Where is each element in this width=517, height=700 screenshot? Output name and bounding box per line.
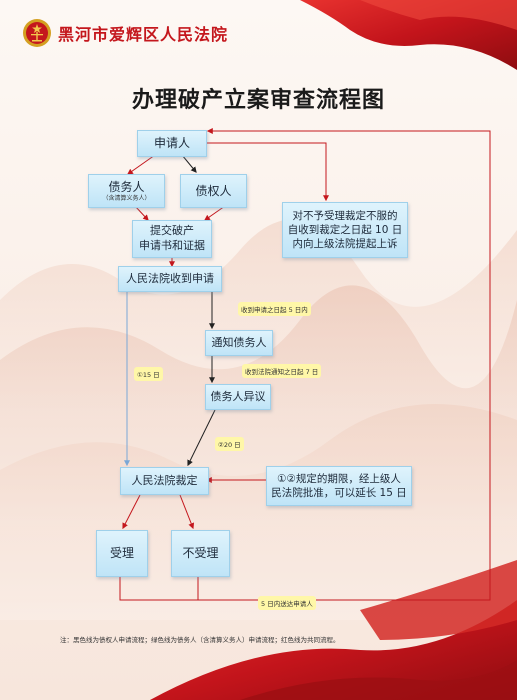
node-appeal-line3: 内向上级法院提起上诉 [292, 238, 398, 251]
node-court-receive-label: 人民法院收到申请 [126, 271, 214, 285]
header: 黑河市爱辉区人民法院 [22, 18, 228, 48]
node-debtor-label: 债务人 [108, 179, 145, 194]
arrow-applicant-appeal [205, 142, 329, 202]
note-seven-days: 收到法院通知之日起 7 日 [242, 364, 322, 378]
court-emblem-icon [23, 19, 51, 47]
node-accept-label: 受理 [109, 546, 134, 561]
note-seven-days-label: 收到法院通知之日起 7 日 [245, 368, 319, 376]
note-serve-five-days: 5 日内送达申请人 [258, 596, 316, 610]
node-notify-debtor-label: 通知债务人 [211, 335, 267, 349]
footnote: 注：黑色线为债权人申请流程；绿色线为债务人（含清算义务人）申请流程；红色线为共同… [60, 636, 340, 644]
page-title: 办理破产立案审查流程图 [131, 87, 385, 113]
node-accept: 受理 [96, 530, 148, 577]
node-debtor-objection-label: 债务人异议 [210, 389, 266, 403]
arrow-creditor-submit [204, 205, 226, 221]
node-appeal: 对不予受理裁定不服的 自收到裁定之日起 10 日 内向上级法院提起上诉 [282, 202, 408, 258]
node-debtor: 债务人 （含清算义务人） [88, 174, 165, 208]
node-submit-line1: 提交破产 [150, 224, 194, 238]
node-extension: ①②规定的期限，经上级人 民法院批准，可以延长 15 日 [266, 466, 412, 506]
node-submit: 提交破产 申请书和证据 [132, 220, 212, 258]
arrow-ruling-reject [179, 494, 195, 530]
arrow-objection-ruling [187, 409, 216, 467]
node-court-ruling-label: 人民法院裁定 [131, 473, 198, 487]
node-submit-line2: 申请书和证据 [139, 239, 205, 252]
node-creditor: 债权人 [180, 174, 247, 208]
node-creditor-label: 债权人 [195, 183, 232, 198]
note-twenty-days: ②20 日 [215, 437, 244, 451]
node-reject-label: 不受理 [182, 546, 219, 561]
node-appeal-line1: 对不予受理裁定不服的 [292, 209, 398, 222]
arrow-ruling-accept [122, 494, 141, 530]
node-court-receive: 人民法院收到申请 [118, 266, 222, 292]
node-extension-line2: 民法院批准，可以延长 15 日 [271, 487, 407, 499]
node-appeal-line2: 自收到裁定之日起 10 日 [287, 223, 403, 236]
note-twenty-days-label: ②20 日 [218, 441, 241, 449]
note-five-days-label: 收到申请之日起 5 日内 [241, 306, 308, 314]
node-extension-line1: ①②规定的期限，经上级人 [277, 472, 401, 485]
note-fifteen-days: ①15 日 [134, 367, 163, 381]
node-debtor-sublabel: （含清算义务人） [102, 195, 151, 203]
court-name: 黑河市爱辉区人民法院 [58, 25, 229, 44]
node-notify-debtor: 通知债务人 [205, 330, 273, 356]
note-five-days: 收到申请之日起 5 日内 [238, 302, 311, 316]
node-applicant-label: 申请人 [153, 136, 190, 151]
arrow-debtor-submit [134, 205, 149, 221]
arrow-applicant-debtor [127, 154, 156, 175]
node-reject: 不受理 [171, 530, 230, 577]
arrow-applicant-creditor [181, 154, 197, 173]
node-applicant: 申请人 [137, 130, 207, 157]
note-serve-five-days-label: 5 日内送达申请人 [261, 600, 313, 608]
node-debtor-objection: 债务人异议 [205, 384, 271, 410]
arrow-serve-applicant [119, 128, 491, 601]
note-fifteen-days-label: ①15 日 [137, 371, 160, 379]
node-court-ruling: 人民法院裁定 [120, 467, 209, 495]
